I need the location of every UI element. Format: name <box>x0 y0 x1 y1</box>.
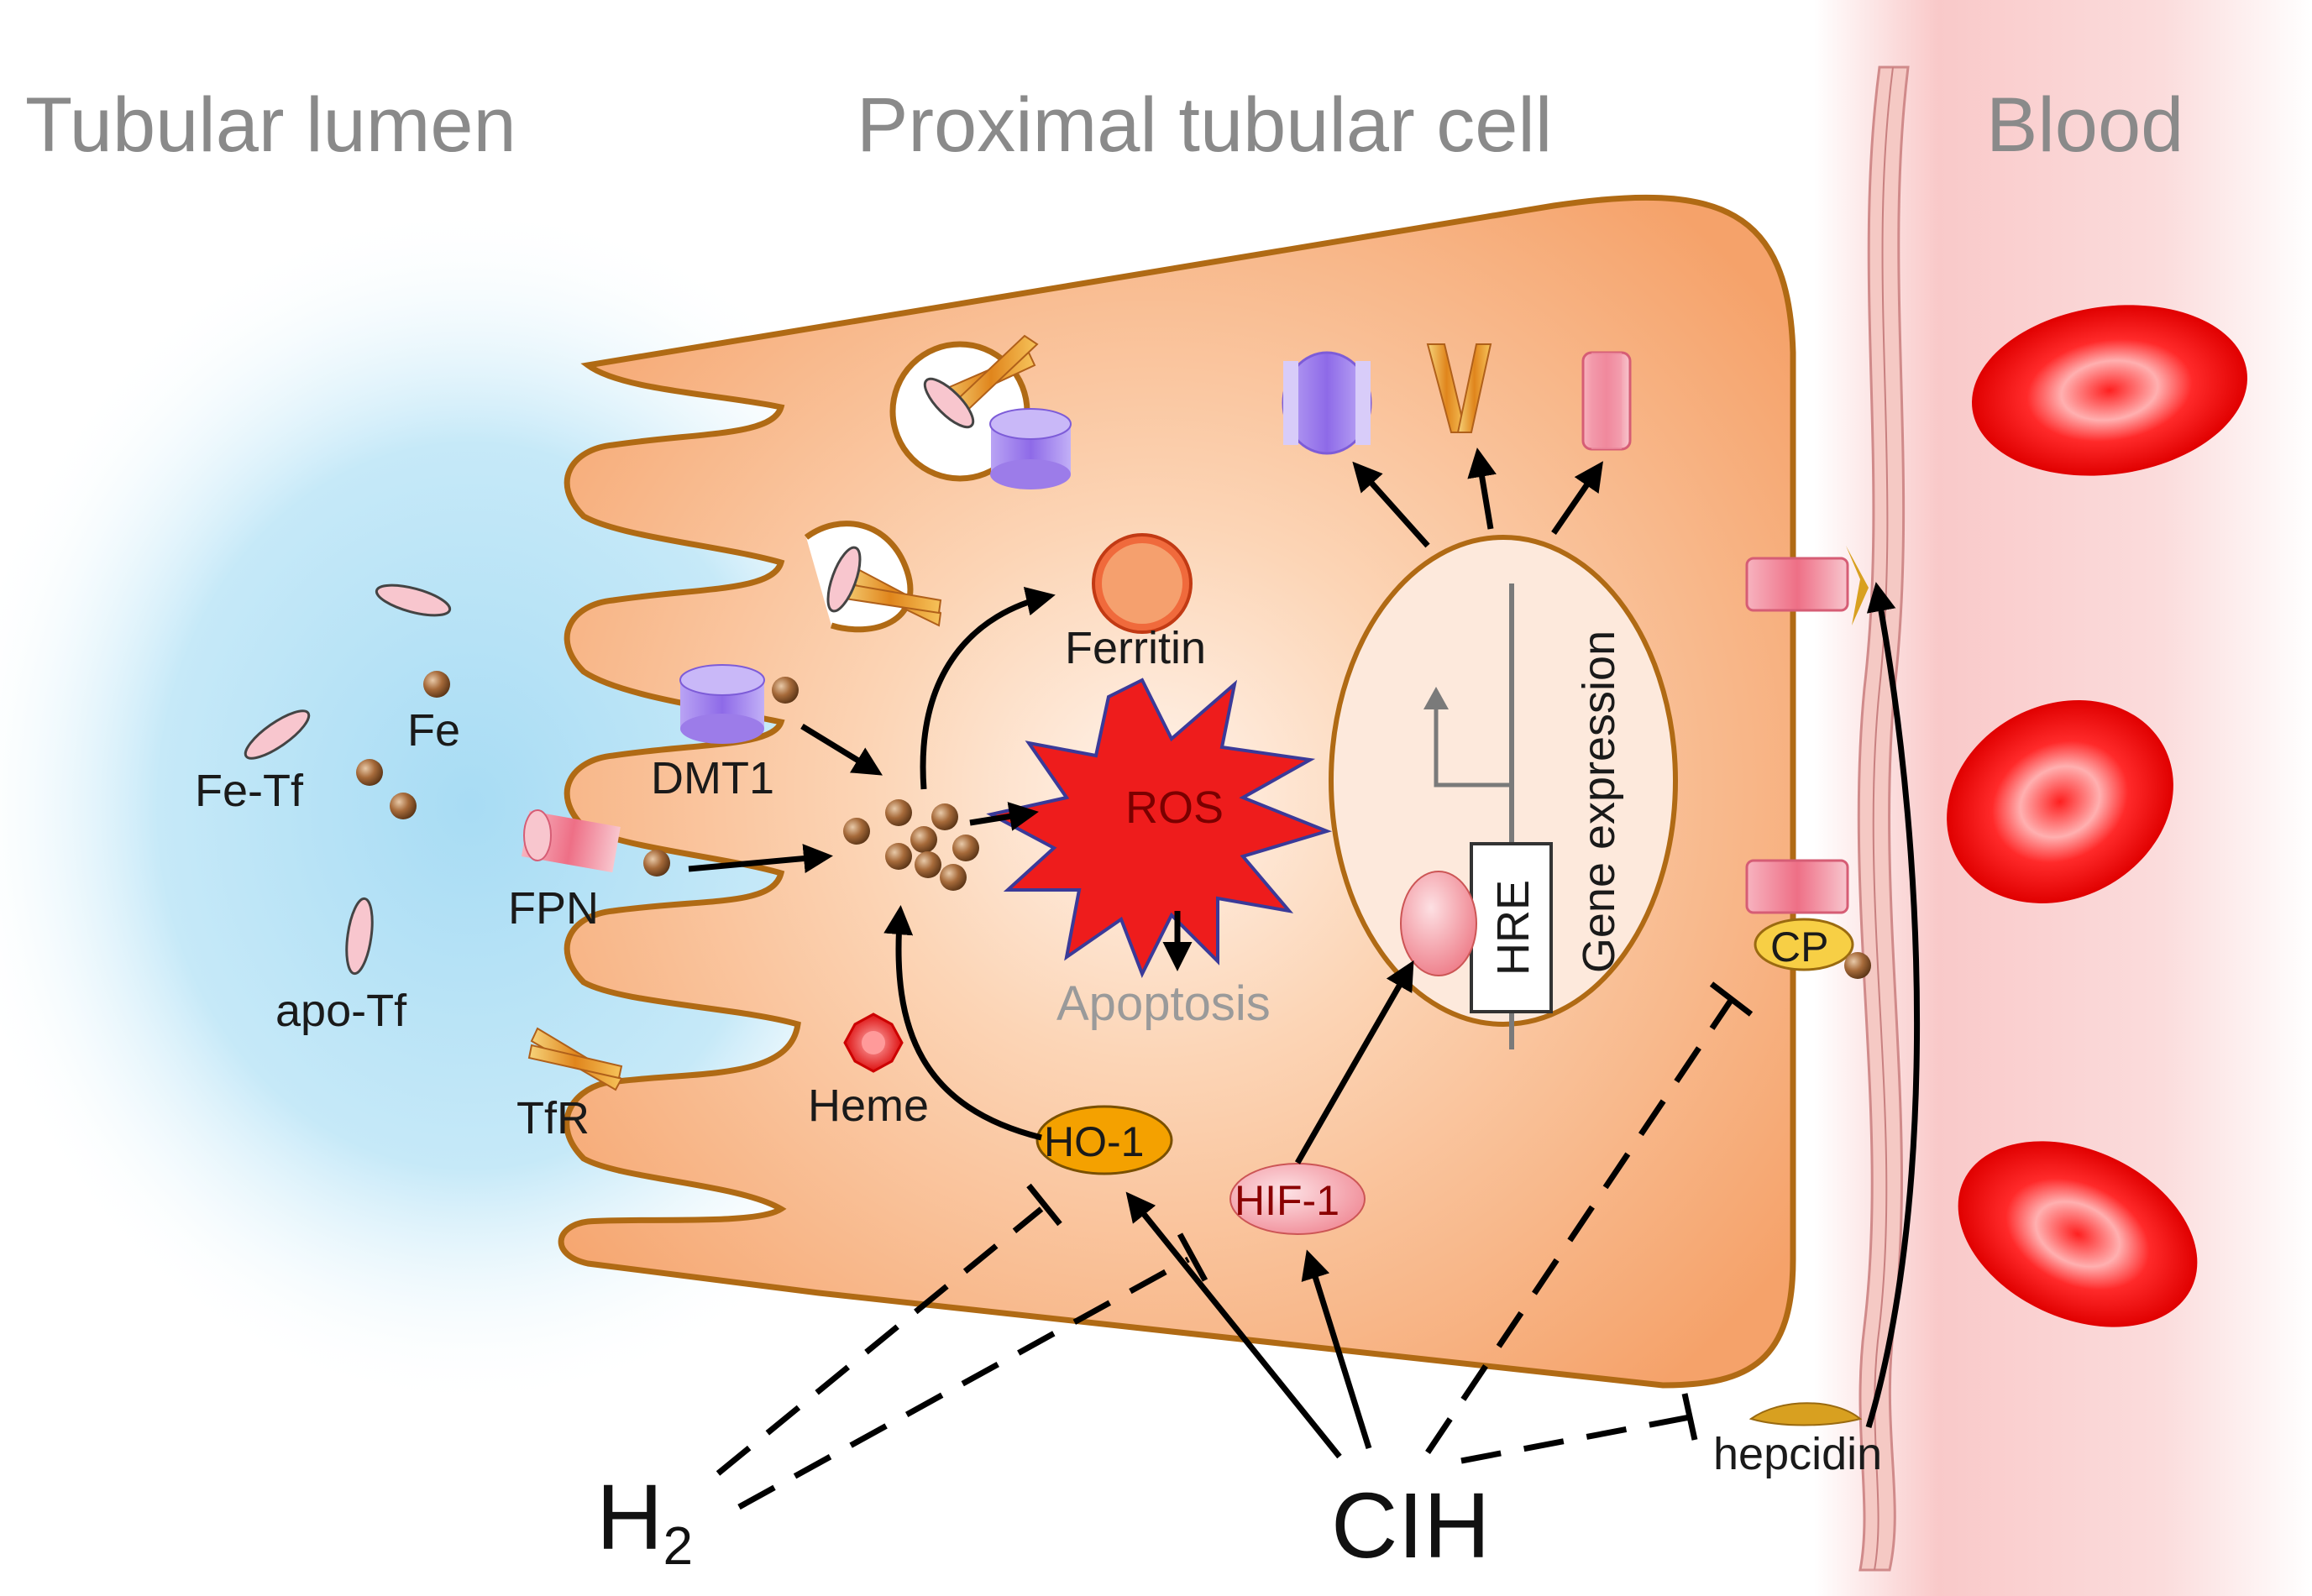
hepcidin-icon <box>1748 1402 1863 1426</box>
arrow-fpn-to-pool <box>688 844 833 873</box>
ho1-ellipse <box>1035 1105 1173 1175</box>
iron-particle <box>356 759 383 786</box>
tfr-label: TfR <box>516 1093 590 1143</box>
transcription-start-arrow <box>1434 705 1512 788</box>
region-label-blood: Blood <box>1986 82 2184 168</box>
arrow-hif1-to-hre <box>1294 960 1414 1164</box>
arrow-pool-to-ros <box>969 802 1039 831</box>
tfr-in-vesicle <box>923 334 1039 429</box>
iron-particle <box>390 793 417 819</box>
gene-expression-label: Gene expression <box>1574 631 1624 973</box>
arrow-hepcidin-to-fpn <box>1865 582 1921 1429</box>
inhibit-cih-cp <box>1425 997 1734 1454</box>
fe-tf-molecule <box>375 583 452 617</box>
inhibit-cih-hepcidin <box>1460 1414 1691 1464</box>
inhibit-h2-hif1 <box>737 1256 1190 1510</box>
iron-particle <box>423 671 450 698</box>
apo-tf-label: apo-Tf <box>275 986 407 1036</box>
arrow-ho1-to-pool <box>883 905 1042 1141</box>
iron-particle <box>843 818 870 845</box>
hif1-label: HIF-1 <box>1235 1177 1339 1224</box>
red-blood-cell <box>1972 305 2247 476</box>
vessel-wall <box>1857 65 1910 1572</box>
red-blood-cell <box>1958 1141 2198 1327</box>
iron-particle <box>643 850 670 876</box>
ros-star <box>986 678 1333 978</box>
fpn-basolateral-top <box>1745 546 1869 625</box>
hre-label: HRE <box>1488 880 1539 976</box>
arrow-cih-to-hif1 <box>1301 1249 1372 1450</box>
expressed-tfr <box>1426 343 1492 433</box>
h2-subscript: 2 <box>663 1515 693 1576</box>
iron-particle <box>772 677 799 704</box>
inhibition-lines <box>716 997 1734 1510</box>
expressed-fpn <box>1581 351 1632 451</box>
region-label-cell: Proximal tubular cell <box>857 82 1552 168</box>
hif-bound-blob <box>1400 871 1477 976</box>
iron-particle <box>885 843 912 870</box>
apo-tf-molecule <box>345 897 374 976</box>
fe-label: Fe <box>407 705 460 756</box>
dmt1-label: DMT1 <box>651 753 774 803</box>
cih-label: CIH <box>1331 1474 1490 1578</box>
iron-particle <box>931 803 958 830</box>
h2-main: H <box>596 1466 663 1569</box>
iron-particle <box>952 835 979 861</box>
arrow-nucleus-tfr <box>1467 447 1497 530</box>
inhibit-h2-ho1 <box>716 1206 1044 1476</box>
hepcidin-label: hepcidin <box>1713 1429 1882 1479</box>
apoptosis-label: Apoptosis <box>1056 976 1271 1031</box>
iron-particle <box>915 851 941 878</box>
fpn-label: FPN <box>508 883 599 934</box>
transcription-arrowhead <box>1423 687 1449 709</box>
fe-tf-label: Fe-Tf <box>195 766 304 816</box>
tfr-transporter <box>527 1027 623 1091</box>
ho1-label: HO-1 <box>1044 1118 1144 1165</box>
dmt1-in-vesicle <box>989 408 1072 489</box>
red-blood-cells <box>1947 305 2247 1327</box>
region-label-lumen: Tubular lumen <box>25 82 516 168</box>
fpn-basolateral-bottom <box>1745 859 1849 914</box>
dmt1-transporter <box>679 664 765 744</box>
h2-label: H2 <box>596 1466 693 1576</box>
expressed-dmt1 <box>1282 351 1372 455</box>
arrow-nucleus-dmt1 <box>1352 461 1430 548</box>
fe-tf-molecule <box>244 709 311 760</box>
arrow-cih-to-ho1 <box>1125 1191 1342 1459</box>
iron-particle <box>910 826 937 853</box>
ros-label: ROS <box>1125 782 1224 833</box>
iron-particle <box>940 864 967 891</box>
ferritin-cluster <box>1092 533 1193 634</box>
heme-label: Heme <box>808 1081 929 1131</box>
heme-icon <box>843 1013 904 1073</box>
hif1-ellipse <box>1229 1163 1366 1235</box>
tfr-in-pit <box>826 546 942 627</box>
cp-ellipse <box>1754 918 1854 971</box>
fpn-transporter <box>521 809 621 873</box>
arrow-nucleus-fpn <box>1551 461 1603 535</box>
arrow-pool-to-ferritin <box>920 587 1056 790</box>
arrow-dmt1-to-pool <box>800 724 883 776</box>
cp-label: CP <box>1770 924 1828 971</box>
red-blood-cell <box>1947 700 2173 903</box>
inhibition-bars <box>1026 981 1754 1441</box>
iron-particle <box>885 799 912 826</box>
iron-particle <box>1844 952 1871 979</box>
ferritin-label: Ferritin <box>1065 623 1206 673</box>
